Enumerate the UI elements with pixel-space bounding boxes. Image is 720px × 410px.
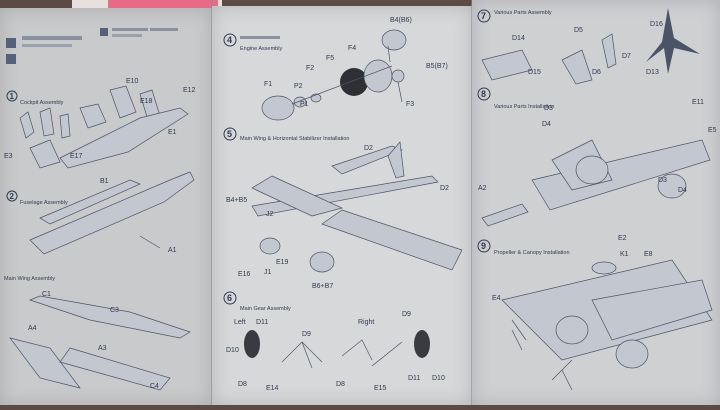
right-instruction-page: 7 Various Parts Assembly D14 D15 D6 D7 D… xyxy=(472,0,720,405)
step-title: Main Wing & Horizontal Stabilizer Instal… xyxy=(240,136,349,142)
svg-text:C4: C4 xyxy=(150,383,159,390)
step-number: 4 xyxy=(227,35,232,45)
svg-text:E16: E16 xyxy=(238,271,251,278)
svg-text:D6: D6 xyxy=(592,69,601,76)
svg-text:B1: B1 xyxy=(100,178,109,185)
svg-text:E18: E18 xyxy=(140,98,153,105)
svg-text:B4(B6): B4(B6) xyxy=(390,17,412,24)
svg-text:D11: D11 xyxy=(408,375,420,382)
svg-text:E3: E3 xyxy=(4,153,13,160)
svg-text:F5: F5 xyxy=(326,55,334,62)
svg-text:D2: D2 xyxy=(364,145,373,152)
step-title: Cockpit Assembly xyxy=(20,100,64,106)
svg-text:Left: Left xyxy=(234,319,246,326)
svg-text:D15: D15 xyxy=(528,69,541,76)
svg-text:E2: E2 xyxy=(618,235,627,242)
step-title: Various Parts Installation xyxy=(494,104,554,110)
left-page-drawings: 1 Cockpit Assembly E10 E12 E18 E1 E17 E3… xyxy=(4,28,196,391)
center-page-drawings: 4 Engine Assembly B4(B6) F4 F5 F2 F1 P2 … xyxy=(223,17,463,392)
svg-text:F2: F2 xyxy=(306,65,314,72)
svg-text:A3: A3 xyxy=(98,345,107,352)
svg-text:F4: F4 xyxy=(348,45,356,52)
svg-text:D8: D8 xyxy=(238,381,247,388)
left-instruction-page: 1 Cockpit Assembly E10 E12 E18 E1 E17 E3… xyxy=(0,8,212,405)
svg-text:P2: P2 xyxy=(294,83,303,90)
svg-text:F3: F3 xyxy=(406,101,414,108)
svg-text:E15: E15 xyxy=(374,385,387,392)
step-title: Engine Assembly xyxy=(240,46,282,52)
svg-text:D13: D13 xyxy=(646,69,659,76)
svg-text:D16: D16 xyxy=(650,21,663,28)
svg-text:D10: D10 xyxy=(432,375,445,382)
svg-text:E19: E19 xyxy=(276,259,289,266)
svg-text:D4: D4 xyxy=(542,121,551,128)
svg-text:A2: A2 xyxy=(478,185,487,192)
svg-text:A4: A4 xyxy=(28,325,37,332)
center-instruction-page: 4 Engine Assembly B4(B6) F4 F5 F2 F1 P2 … xyxy=(212,6,472,405)
svg-text:E5: E5 xyxy=(708,127,717,134)
step-number: 9 xyxy=(481,241,486,251)
svg-text:E12: E12 xyxy=(183,87,196,94)
svg-text:D7: D7 xyxy=(622,53,631,60)
step-number: 7 xyxy=(481,11,486,21)
step-title: Propeller & Canopy Installation xyxy=(494,250,570,256)
svg-text:C1: C1 xyxy=(42,291,51,298)
step-number: 2 xyxy=(10,192,15,201)
svg-text:D9: D9 xyxy=(302,331,311,338)
svg-text:P1: P1 xyxy=(300,101,309,108)
svg-text:E10: E10 xyxy=(126,78,139,85)
svg-text:D8: D8 xyxy=(336,381,345,388)
svg-text:B4+B5: B4+B5 xyxy=(226,197,247,204)
right-page-drawings: 7 Various Parts Assembly D14 D15 D6 D7 D… xyxy=(477,8,717,391)
step-title: Main Gear Assembly xyxy=(240,306,291,312)
svg-text:D2: D2 xyxy=(440,185,449,192)
svg-text:E17: E17 xyxy=(70,153,83,160)
step-number: 8 xyxy=(481,89,486,99)
svg-text:K1: K1 xyxy=(620,251,629,258)
svg-text:E4: E4 xyxy=(492,295,501,302)
step-number: 5 xyxy=(227,129,232,139)
svg-text:D10: D10 xyxy=(226,347,239,354)
svg-text:D14: D14 xyxy=(512,35,525,42)
svg-text:D3: D3 xyxy=(658,177,667,184)
svg-text:Right: Right xyxy=(358,319,374,326)
svg-text:E1: E1 xyxy=(168,129,177,136)
svg-text:D9: D9 xyxy=(402,311,411,318)
svg-text:D3: D3 xyxy=(544,105,553,112)
svg-text:D5: D5 xyxy=(574,27,583,34)
step-title: Main Wing Assembly xyxy=(4,276,55,282)
svg-text:J1: J1 xyxy=(264,269,272,276)
step-title: Fuselage Assembly xyxy=(20,200,68,206)
svg-text:D4: D4 xyxy=(678,187,687,194)
step-number: 1 xyxy=(10,92,15,101)
svg-text:B5(B7): B5(B7) xyxy=(426,63,448,70)
step-number: 6 xyxy=(227,293,232,303)
svg-text:F1: F1 xyxy=(264,81,272,88)
svg-text:B6+B7: B6+B7 xyxy=(312,283,333,290)
step-title: Various Parts Assembly xyxy=(494,10,552,16)
svg-text:E8: E8 xyxy=(644,251,653,258)
svg-text:E14: E14 xyxy=(266,385,279,392)
svg-text:A1: A1 xyxy=(168,247,177,254)
svg-text:E11: E11 xyxy=(692,99,704,106)
svg-text:J2: J2 xyxy=(266,211,274,218)
svg-text:C3: C3 xyxy=(110,307,119,314)
svg-text:D11: D11 xyxy=(256,319,268,326)
